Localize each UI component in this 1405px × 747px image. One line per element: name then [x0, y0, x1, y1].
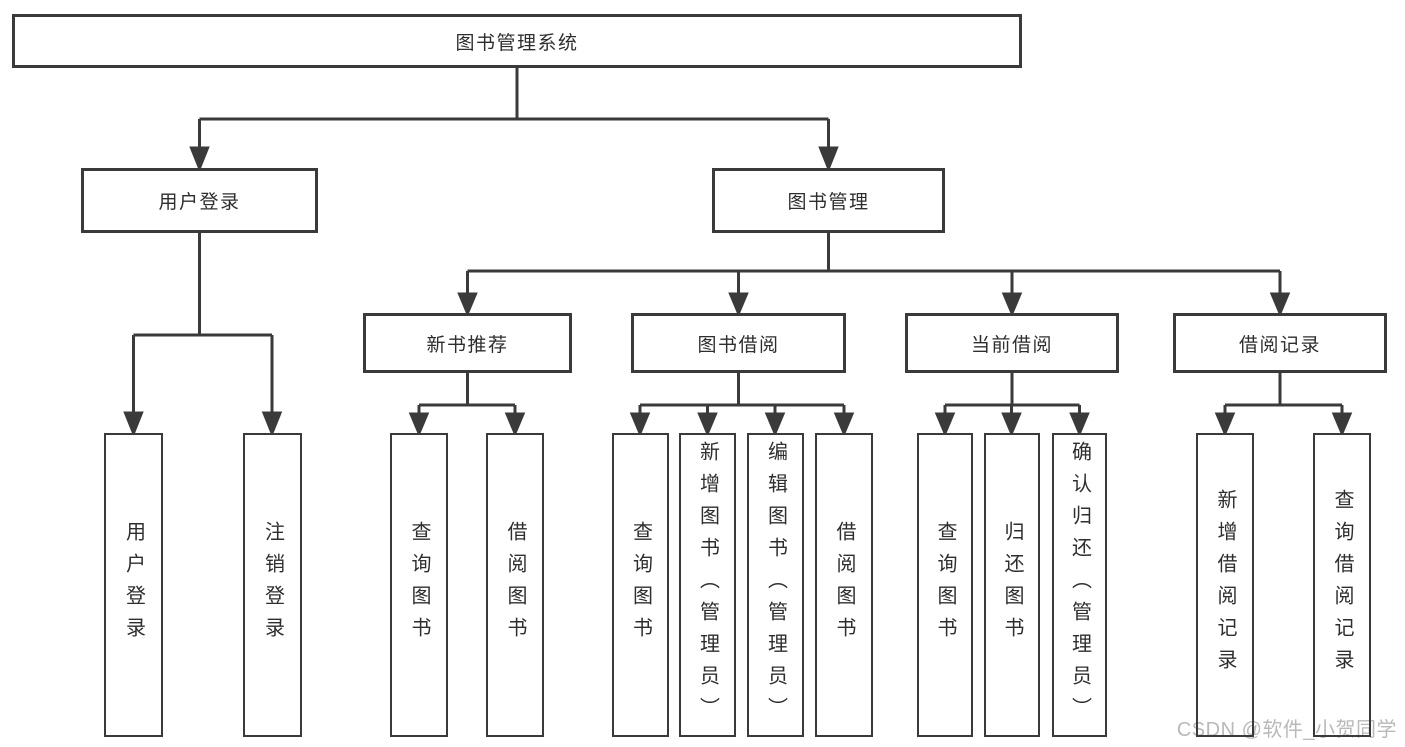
node-label: 用户登录 — [158, 192, 241, 213]
leaf-label: 查询图书 — [408, 521, 430, 649]
node-new-book-recommend: 新书推荐 — [363, 313, 572, 373]
leaf-label: 借阅图书 — [833, 521, 855, 649]
leaf-logout: 注销登录 — [243, 433, 302, 737]
connector-current-borrowing-children — [934, 373, 1090, 437]
node-label: 借阅记录 — [1238, 334, 1321, 356]
node-borrowing-records: 借阅记录 — [1173, 313, 1387, 373]
leaf-add-book-admin: 新增图书（管理员） — [679, 433, 736, 737]
connector-book-borrowing-children — [629, 373, 855, 437]
leaf-label: 查询图书 — [629, 521, 652, 649]
node-label: 图书管理 — [787, 192, 870, 213]
node-label: 图书管理系统 — [455, 32, 579, 54]
node-library-management-system: 图书管理系统 — [12, 14, 1022, 68]
node-user-login: 用户登录 — [81, 168, 318, 233]
node-current-borrowing: 当前借阅 — [905, 313, 1119, 373]
node-label: 图书借阅 — [697, 334, 780, 356]
connector-root-to-level2 — [189, 68, 839, 173]
watermark-text: CSDN @软件_小贺同学 — [1176, 719, 1397, 741]
leaf-label: 注销登录 — [261, 521, 284, 649]
leaf-user-login: 用户登录 — [104, 433, 163, 737]
node-label: 当前借阅 — [970, 334, 1053, 356]
leaf-query-books-3: 查询图书 — [917, 433, 973, 737]
leaf-label: 编辑图书（管理员） — [764, 441, 787, 729]
connector-borrowing-records-children — [1214, 373, 1353, 437]
node-label: 新书推荐 — [426, 334, 509, 356]
leaf-label: 借阅图书 — [504, 521, 526, 649]
leaf-label: 确认归还（管理员） — [1068, 441, 1091, 729]
leaf-query-borrow-record: 查询借阅记录 — [1313, 433, 1371, 737]
leaf-confirm-return-admin: 确认归还（管理员） — [1052, 433, 1107, 737]
node-book-borrowing: 图书借阅 — [631, 313, 846, 373]
leaf-label: 新增图书（管理员） — [696, 441, 719, 729]
connector-new-book-recommend-children — [408, 373, 526, 437]
leaf-add-borrow-record: 新增借阅记录 — [1196, 433, 1254, 737]
leaf-borrow-books-2: 借阅图书 — [815, 433, 873, 737]
connector-user-login-children — [123, 233, 283, 438]
leaf-label: 用户登录 — [122, 521, 145, 649]
leaf-query-books-1: 查询图书 — [390, 433, 448, 737]
node-book-management: 图书管理 — [712, 168, 945, 233]
leaf-label: 查询图书 — [934, 521, 956, 649]
leaf-label: 新增借阅记录 — [1214, 489, 1236, 681]
leaf-borrow-books-1: 借阅图书 — [486, 433, 544, 737]
leaf-edit-book-admin: 编辑图书（管理员） — [747, 433, 804, 737]
leaf-label: 归还图书 — [1001, 521, 1023, 649]
leaf-query-books-2: 查询图书 — [612, 433, 669, 737]
leaf-label: 查询借阅记录 — [1331, 489, 1353, 681]
connector-book-management-children — [457, 233, 1291, 317]
leaf-return-book: 归还图书 — [984, 433, 1040, 737]
